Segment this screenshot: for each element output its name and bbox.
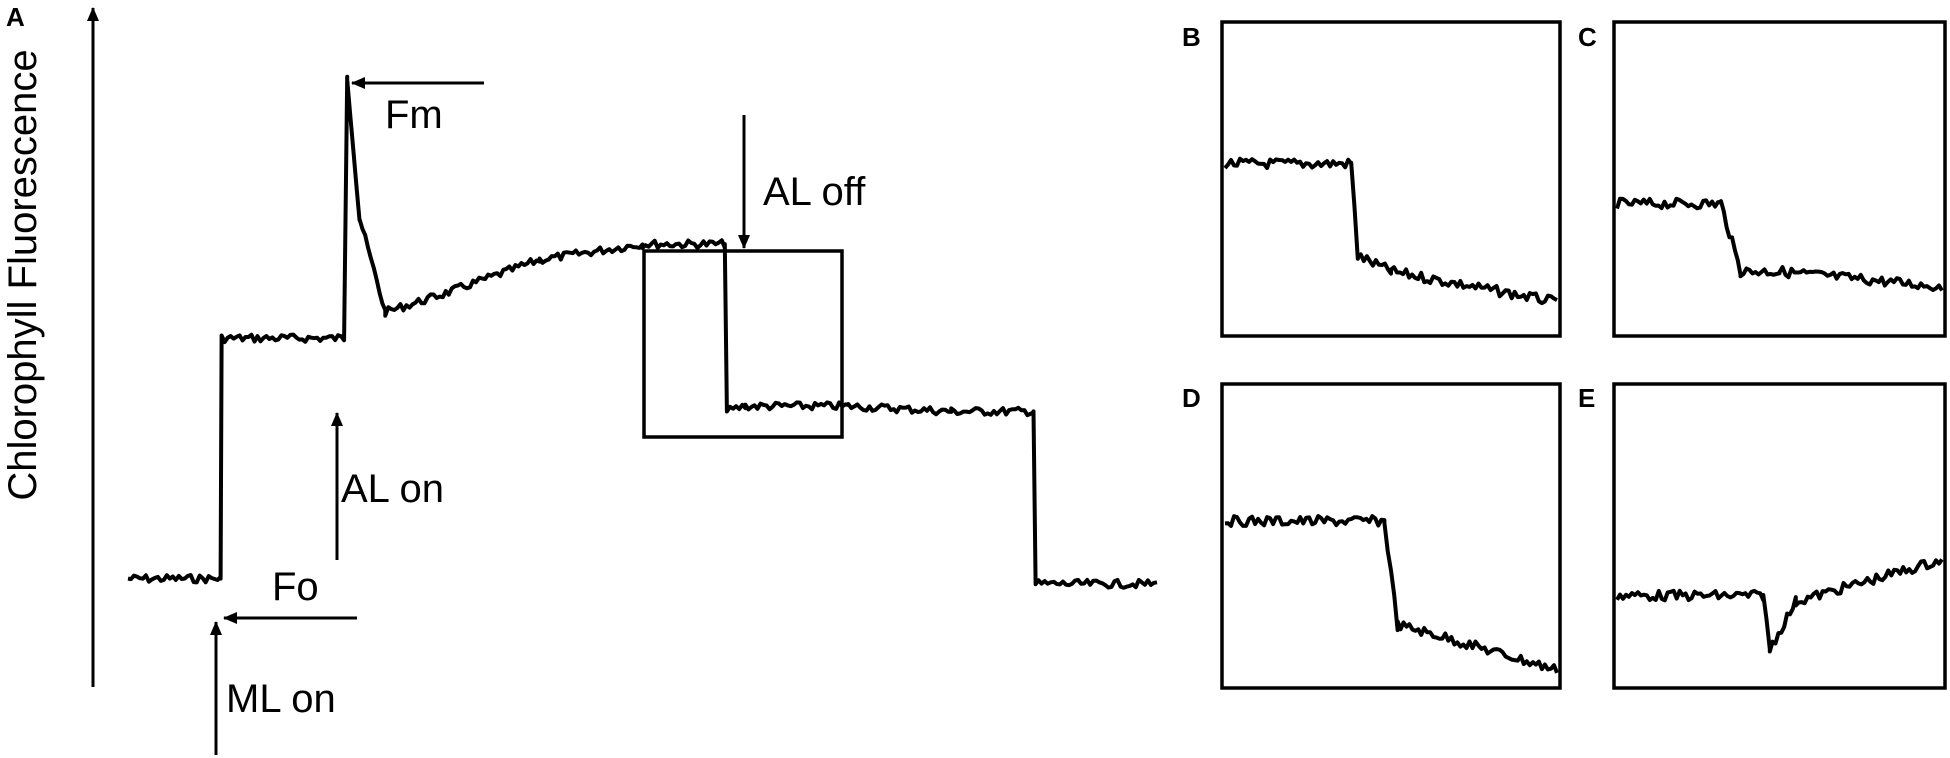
panel-letter: E — [1578, 383, 1595, 413]
series-line — [1224, 514, 1559, 674]
panel-e: E — [1578, 382, 1947, 690]
ml-on-label: ML on — [226, 677, 336, 721]
fm-label: Fm — [385, 93, 443, 137]
panel-frame — [1612, 382, 1947, 690]
panel-letter: C — [1578, 22, 1597, 52]
panel-d: D — [1182, 382, 1562, 690]
series-line — [127, 74, 1158, 590]
y-axis-label: Chlorophyll Fluorescence — [1, 49, 45, 500]
panel-frame — [1612, 20, 1947, 338]
panel-b: B — [1182, 20, 1562, 338]
series-line — [1615, 558, 1944, 654]
panel-a: A Chlorophyll Fluorescence Fm AL off AL … — [1, 2, 1158, 755]
al-on-label: AL on — [341, 467, 444, 511]
fo-label: Fo — [272, 565, 319, 609]
panel-letter: B — [1182, 22, 1201, 52]
series-line — [1223, 156, 1558, 306]
panel-frame — [1220, 20, 1562, 338]
panel-letter: A — [6, 2, 25, 32]
inset-box — [642, 249, 844, 439]
panel-letter: D — [1182, 383, 1201, 413]
panel-c: C — [1578, 20, 1947, 338]
series-line — [1615, 196, 1944, 292]
al-off-label: AL off — [763, 170, 866, 214]
panel-frame — [1220, 382, 1562, 690]
